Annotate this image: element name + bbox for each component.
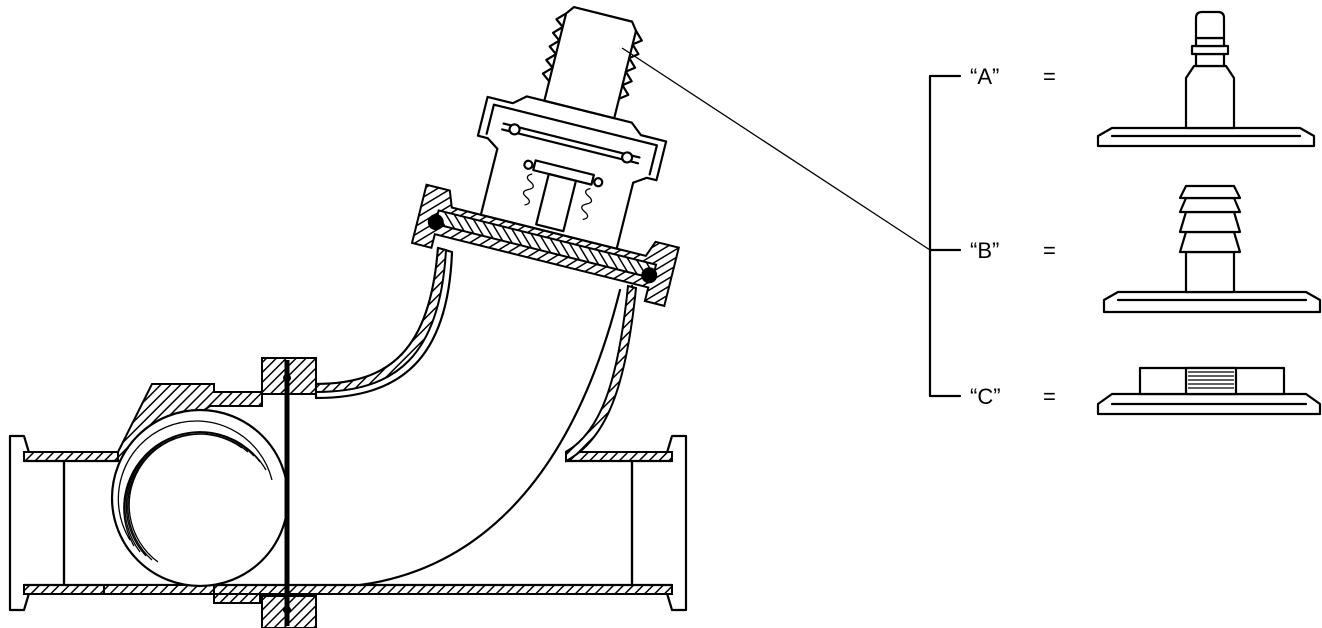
fitting-a xyxy=(1096,10,1316,148)
fitting-c xyxy=(1096,366,1322,416)
label-c: “C” xyxy=(970,384,1001,409)
label-b: “B” xyxy=(970,238,999,263)
equals-b: = xyxy=(1043,238,1056,263)
seat-gasket xyxy=(261,357,317,628)
equals-a: = xyxy=(1043,64,1056,89)
pipe-top-wall-right xyxy=(565,451,673,462)
pipe-top-wall-left xyxy=(23,451,119,462)
bracket xyxy=(928,74,962,398)
callout xyxy=(621,47,962,398)
label-a: “A” xyxy=(970,64,999,89)
top-assembly xyxy=(410,6,681,308)
leader-line xyxy=(621,47,931,251)
equals-c: = xyxy=(1043,384,1056,409)
elbow-branch xyxy=(314,246,638,587)
check-ball xyxy=(110,408,290,588)
fitting-b xyxy=(1102,184,1322,314)
